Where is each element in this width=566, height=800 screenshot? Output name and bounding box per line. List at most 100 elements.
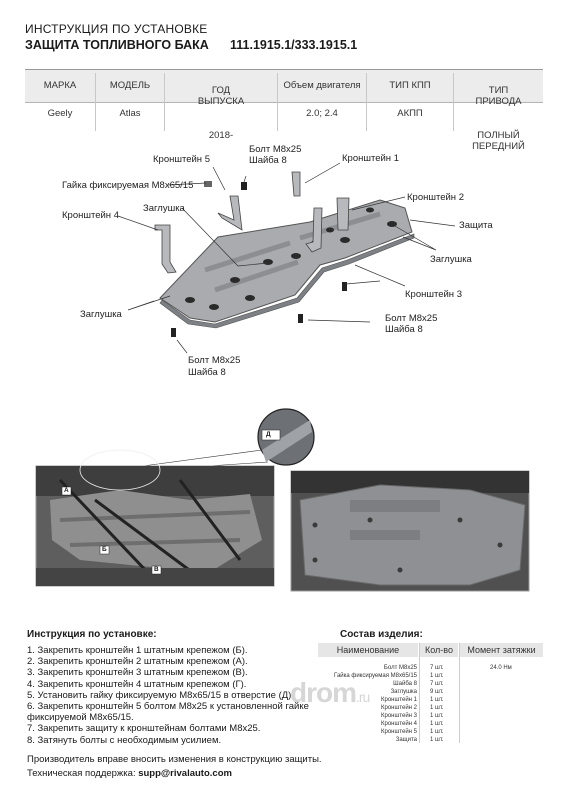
watermark-suffix: .ru bbox=[356, 689, 370, 705]
doc-title-line1: ИНСТРУКЦИЯ ПО УСТАНОВКЕ bbox=[25, 22, 208, 36]
label-bracket-2: Кронштейн 2 bbox=[407, 192, 464, 203]
instruction-step: фиксируемой М8х65/15. bbox=[27, 712, 134, 724]
components-header-name: Наименование bbox=[318, 643, 418, 657]
component-name: Защита bbox=[395, 737, 417, 743]
label-washer-bottom: Шайба 8 bbox=[188, 367, 226, 378]
component-name: Заглушка bbox=[390, 689, 417, 695]
label-fixed-nut: Гайка фиксируемая М8х65/15 bbox=[62, 180, 194, 191]
label-guard: Защита bbox=[459, 220, 493, 231]
support-label: Техническая поддержка: bbox=[27, 768, 139, 779]
photo-underbody-installed bbox=[290, 470, 530, 592]
component-name: Кронштейн 1 bbox=[381, 697, 417, 703]
part-code: 111.1915.1/333.1915.1 bbox=[230, 38, 358, 52]
support-email-link[interactable]: supp@rivalauto.com bbox=[138, 768, 232, 779]
label-bolt-right: Болт М8х25 bbox=[385, 313, 438, 324]
marker-d: Д bbox=[266, 431, 271, 438]
components-header-torque: Момент затяжки bbox=[460, 643, 543, 657]
instruction-step: 1. Закрепить кронштейн 1 штатным крепежо… bbox=[27, 645, 248, 656]
component-qty: 1 шт. bbox=[430, 721, 444, 727]
marker-v: В bbox=[154, 566, 159, 573]
component-name: Кронштейн 3 bbox=[381, 713, 417, 719]
component-name: Кронштейн 2 bbox=[381, 705, 417, 711]
instruction-step: 5. Установить гайку фиксируемую М8х65/15… bbox=[27, 689, 294, 701]
component-qty: 7 шт. bbox=[430, 665, 444, 671]
spec-header-engine: Объем двигателя bbox=[283, 79, 361, 91]
installation-photos bbox=[35, 408, 530, 592]
watermark-main: drom bbox=[290, 677, 357, 708]
spec-value-drive: ПОЛНЫЙ ПЕРЕДНИЙ bbox=[472, 130, 525, 152]
spec-col-model: МОДЕЛЬ Atlas bbox=[96, 69, 164, 135]
manufacturer-note: Производитель вправе вносить изменения в… bbox=[27, 754, 322, 765]
component-qty: 1 шт. bbox=[430, 713, 444, 719]
component-name: Шайба 8 bbox=[393, 681, 417, 687]
callout-leaders bbox=[117, 162, 456, 354]
component-name: Гайка фиксируемая М8х65/15 bbox=[334, 673, 417, 679]
component-qty: 1 шт. bbox=[430, 697, 444, 703]
instruction-step: 8. Затянуть болты с необходимым усилием. bbox=[27, 734, 222, 746]
bracket-4 bbox=[154, 224, 177, 274]
spec-header-gearbox: ТИП КПП bbox=[389, 79, 431, 91]
component-qty: 9 шт. bbox=[430, 689, 444, 695]
bracket-5 bbox=[217, 195, 243, 231]
spec-value-model: Atlas bbox=[119, 108, 141, 119]
spec-divider bbox=[95, 73, 96, 131]
spec-header-make: МАРКА bbox=[43, 79, 77, 91]
component-torque: 24.0 Нм bbox=[490, 665, 512, 671]
component-name: Кронштейн 5 bbox=[381, 729, 417, 735]
instruction-step: 7. Закрепить защиту к кронштейнам болтам… bbox=[27, 723, 261, 735]
component-qty: 1 шт. bbox=[430, 673, 444, 679]
fixed-nut bbox=[204, 181, 212, 187]
instruction-step: 6. Закрепить кронштейн 5 болтом М8х25 к … bbox=[27, 701, 309, 713]
component-qty: 1 шт. bbox=[430, 705, 444, 711]
label-plug-top: Заглушка bbox=[143, 203, 185, 214]
component-qty: 7 шт. bbox=[430, 681, 444, 687]
spec-divider bbox=[453, 73, 454, 131]
instruction-step: 3. Закрепить кронштейн 3 штатным крепежо… bbox=[27, 667, 248, 679]
doc-title-line2: ЗАЩИТА ТОПЛИВНОГО БАКА bbox=[25, 38, 209, 52]
label-bracket-3: Кронштейн 3 bbox=[405, 289, 462, 300]
label-bracket-5: Кронштейн 5 bbox=[153, 154, 210, 165]
label-plug-right: Заглушка bbox=[430, 254, 472, 265]
support-line: Техническая поддержка: supp@rivalauto.co… bbox=[27, 768, 232, 779]
label-washer-right: Шайба 8 bbox=[385, 324, 423, 335]
spec-value-year: 2018- bbox=[208, 130, 234, 141]
spec-col-year: ГОД ВЫПУСКА 2018- bbox=[165, 69, 277, 141]
instructions-list: 1. Закрепить кронштейн 1 штатным крепежо… bbox=[27, 645, 317, 746]
photo-markers bbox=[61, 486, 162, 575]
bracket-3 bbox=[305, 207, 323, 253]
marker-a: А bbox=[64, 487, 69, 494]
label-bolt-top: Болт М8х25 bbox=[249, 144, 302, 155]
bolt-icon bbox=[171, 182, 347, 337]
component-name: Болт М8х25 bbox=[383, 665, 417, 671]
guard-plate bbox=[159, 199, 415, 329]
label-bolt-bottom: Болт М8х25 bbox=[188, 355, 241, 366]
vehicle-spec-table: МАРКА Geely МОДЕЛЬ Atlas ГОД ВЫПУСКА 201… bbox=[25, 69, 543, 152]
exploded-assembly-diagram bbox=[117, 162, 456, 354]
component-qty: 1 шт. bbox=[430, 737, 444, 743]
spec-col-drive: ТИП ПРИВОДА ПОЛНЫЙ ПЕРЕДНИЙ bbox=[454, 69, 543, 152]
spec-header-model: МОДЕЛЬ bbox=[109, 79, 151, 91]
zoom-inset-photo bbox=[127, 408, 315, 471]
instruction-step: 2. Закрепить кронштейн 2 штатным крепежо… bbox=[27, 656, 248, 668]
instruction-step: 4. Закрепить кронштейн 4 штатным крепежо… bbox=[27, 678, 247, 690]
spec-header-year: ГОД ВЫПУСКА bbox=[197, 85, 245, 107]
spec-value-engine: 2.0; 2.4 bbox=[306, 108, 338, 119]
label-plug-left: Заглушка bbox=[80, 309, 122, 320]
watermark: drom.ru bbox=[290, 677, 370, 709]
instructions-title: Инструкция по установке: bbox=[27, 629, 157, 640]
component-name: Кронштейн 4 bbox=[381, 721, 417, 727]
spec-header-drive: ТИП ПРИВОДА bbox=[475, 85, 522, 107]
label-washer-top: Шайба 8 bbox=[249, 155, 287, 166]
spec-value-gearbox: АКПП bbox=[397, 108, 423, 119]
spec-col-engine: Объем двигателя 2.0; 2.4 bbox=[278, 69, 366, 135]
label-bracket-1: Кронштейн 1 bbox=[342, 153, 399, 164]
spec-value-make: Geely bbox=[47, 108, 73, 119]
spec-header-band bbox=[25, 69, 543, 103]
label-bracket-4: Кронштейн 4 bbox=[62, 210, 119, 221]
components-title: Состав изделия: bbox=[340, 629, 423, 640]
spec-divider bbox=[164, 73, 165, 131]
spec-divider bbox=[277, 73, 278, 131]
spec-col-make: МАРКА Geely bbox=[25, 69, 95, 135]
components-divider bbox=[459, 643, 460, 743]
bracket-2 bbox=[336, 197, 350, 231]
